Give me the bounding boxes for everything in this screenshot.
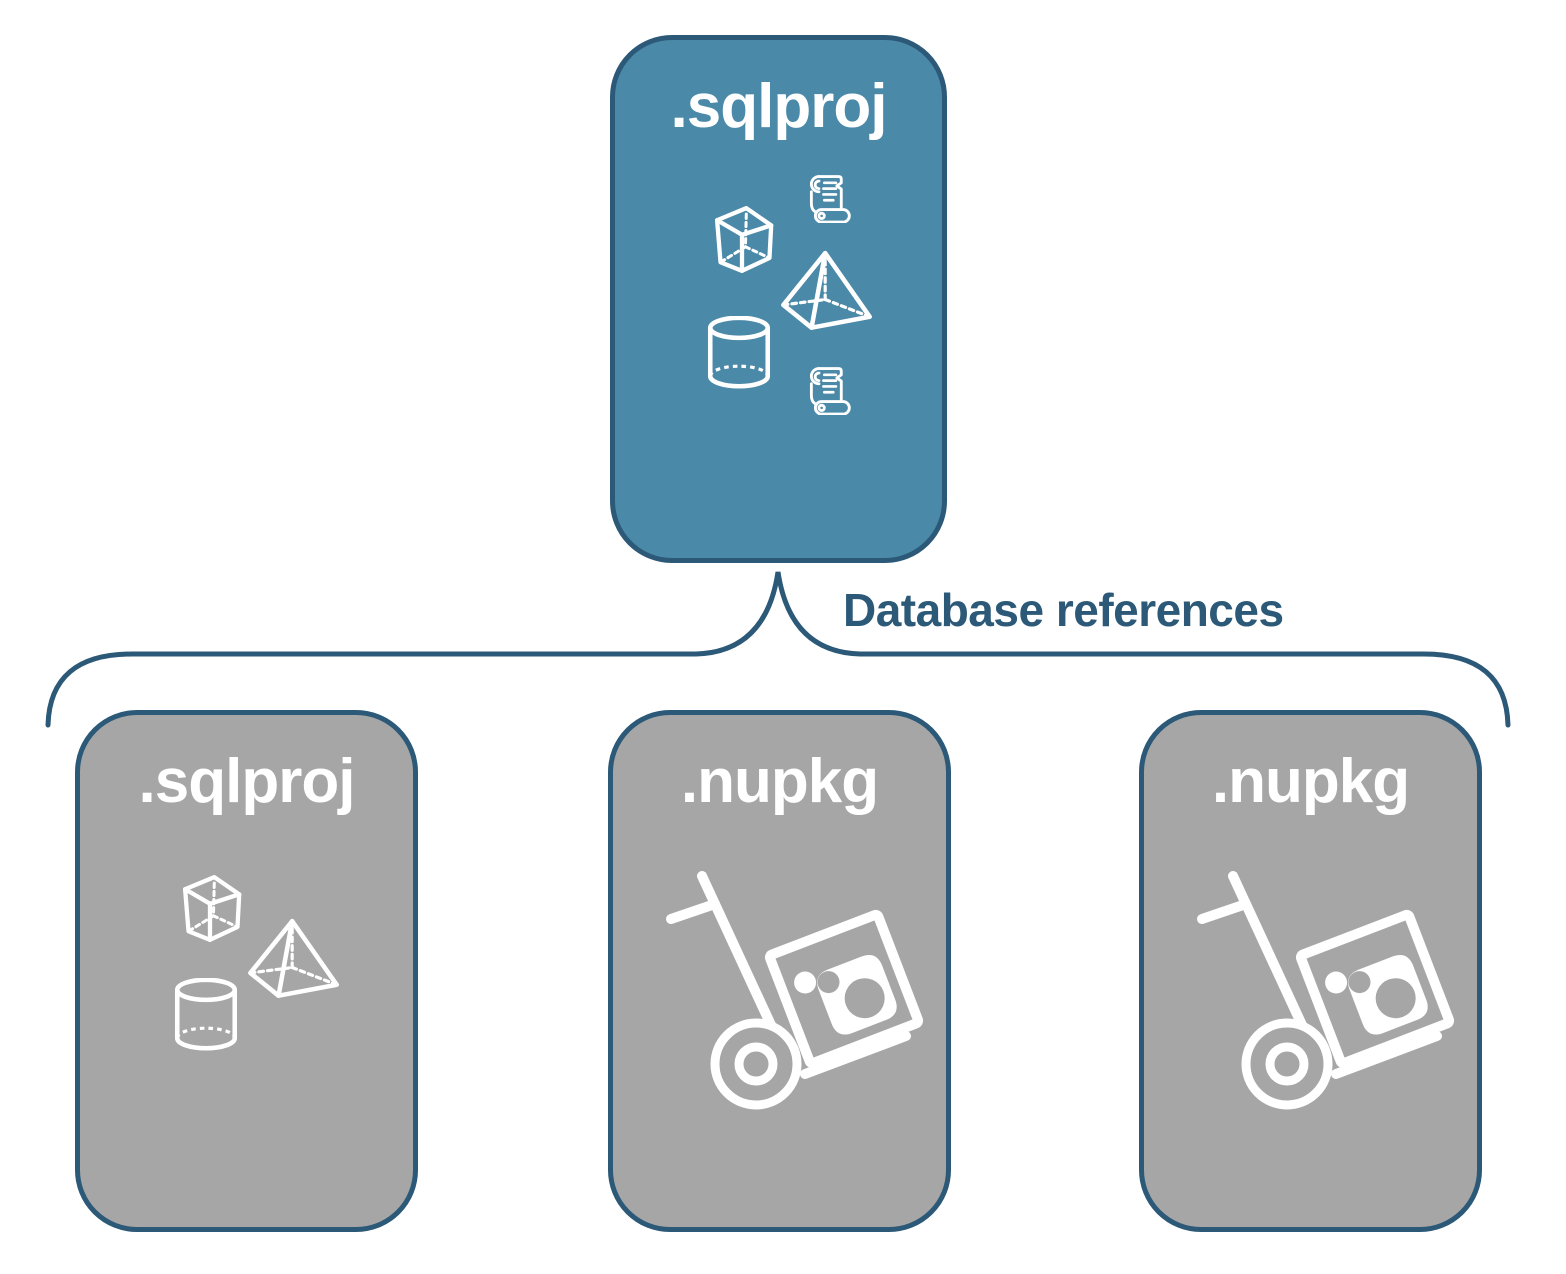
- cylinder-icon: [174, 978, 238, 1051]
- cube-icon: [167, 866, 253, 945]
- node-sqlproj-reference: .sqlproj: [75, 710, 418, 1232]
- node-nupkg-reference-1: .nupkg: [608, 710, 951, 1232]
- node-title: .nupkg: [680, 747, 879, 816]
- node-nupkg-reference-2: .nupkg: [1139, 710, 1482, 1232]
- brace-label: Database references: [843, 584, 1284, 636]
- pyramid-icon: [244, 912, 344, 1003]
- node-title: .sqlproj: [670, 72, 888, 141]
- node-title: .sqlproj: [138, 747, 356, 816]
- pyramid-icon: [777, 244, 877, 335]
- hand-truck-package-icon: [1186, 855, 1486, 1215]
- node-sqlproj-parent: .sqlproj: [610, 35, 947, 563]
- scroll-icon: [800, 365, 854, 415]
- hand-truck-package-icon: [655, 855, 955, 1215]
- node-title: .nupkg: [1211, 747, 1410, 816]
- cylinder-icon: [707, 316, 771, 389]
- cube-icon: [699, 197, 785, 276]
- scroll-icon: [800, 173, 854, 223]
